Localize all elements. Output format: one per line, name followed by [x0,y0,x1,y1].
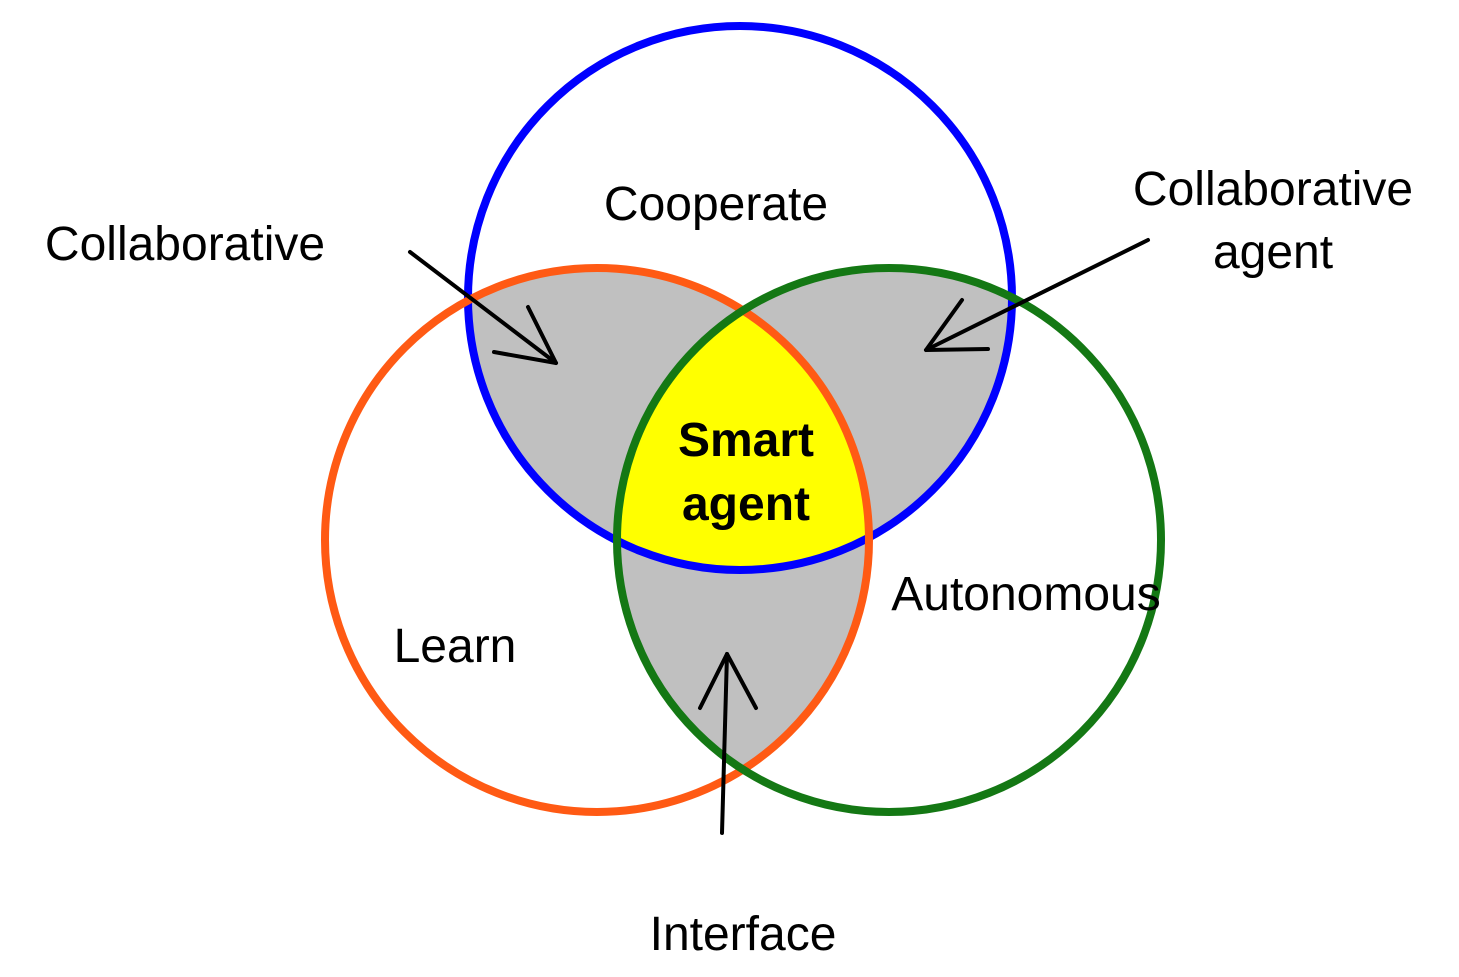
label-autonomous: Autonomous [891,568,1161,621]
label-cooperate: Cooperate [604,178,828,231]
label-collaborative-agent-line2: agent [1213,226,1333,279]
arrow-interface [698,652,758,835]
label-smart-agent-line2: agent [682,478,810,531]
arrow-collaborative-agent [924,238,1150,352]
arrow-collaborative [408,250,558,365]
region-all-three [617,268,869,570]
label-smart-agent-line1: Smart [678,414,814,467]
label-learn: Learn [394,620,517,673]
label-collaborative-agent-line1: Collaborative [1133,163,1413,216]
label-interface: Interface [650,908,837,961]
label-collaborative: Collaborative [45,218,325,271]
circle-learn [321,264,873,816]
circle-autonomous [613,264,1165,816]
